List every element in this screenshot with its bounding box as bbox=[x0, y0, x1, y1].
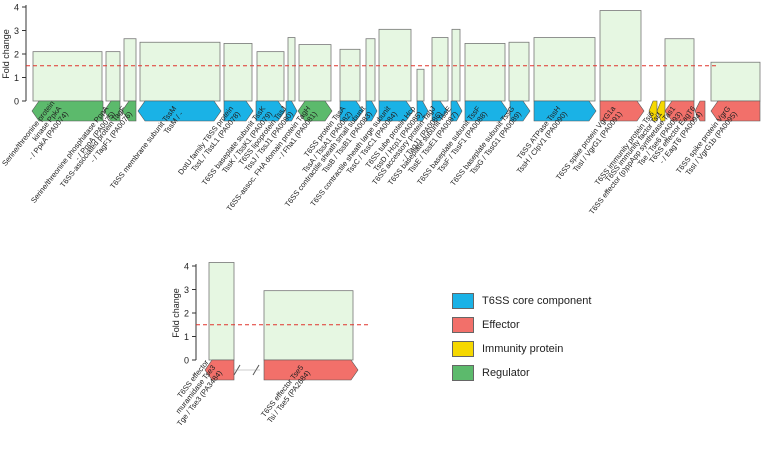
legend-item-core: T6SS core component bbox=[452, 289, 752, 313]
legend-item-effector: Effector bbox=[452, 313, 752, 337]
gene-arrow bbox=[664, 100, 695, 122]
bar bbox=[378, 28, 412, 102]
gene-arrow bbox=[31, 100, 104, 122]
bar bbox=[339, 48, 361, 102]
bar bbox=[263, 290, 354, 361]
gene-arrow bbox=[656, 100, 666, 122]
y-tick-label: 4 bbox=[184, 262, 189, 272]
bar bbox=[123, 38, 137, 102]
y-tick-label: 1 bbox=[184, 332, 189, 342]
legend-label-core: T6SS core component bbox=[482, 295, 592, 307]
bar bbox=[105, 51, 121, 102]
gene-arrow bbox=[431, 100, 448, 122]
y-tick-label: 3 bbox=[14, 26, 19, 36]
bar bbox=[431, 37, 449, 102]
legend-label-effector: Effector bbox=[482, 319, 520, 331]
legend-item-immunity: Immunity protein bbox=[452, 337, 752, 361]
bar bbox=[599, 10, 642, 102]
legend-swatch-regulator bbox=[452, 365, 474, 381]
y-tick-label: 2 bbox=[14, 50, 19, 60]
gene-arrow bbox=[533, 100, 597, 122]
y-tick-label: 3 bbox=[184, 285, 189, 295]
bar bbox=[464, 43, 506, 102]
y-tick-label: 0 bbox=[184, 356, 189, 366]
gene-arrow bbox=[103, 100, 121, 122]
bar bbox=[139, 41, 221, 102]
gene-arrow bbox=[285, 100, 298, 122]
gene-arrow bbox=[263, 359, 359, 381]
y-axis-label: Fold change bbox=[1, 29, 11, 79]
gene-arrow bbox=[204, 359, 235, 381]
bar bbox=[710, 61, 761, 102]
gene-arrow bbox=[378, 100, 414, 122]
bar bbox=[256, 51, 285, 102]
gene-arrow bbox=[297, 100, 333, 122]
legend-label-immunity: Immunity protein bbox=[482, 343, 564, 355]
legend-swatch-effector bbox=[452, 317, 474, 333]
y-axis-label: Fold change bbox=[171, 288, 181, 338]
gene-arrow bbox=[339, 100, 364, 122]
gene-arrow bbox=[255, 100, 286, 122]
gene-arrow bbox=[599, 100, 645, 122]
gene-arrow bbox=[648, 100, 658, 122]
y-tick-label: 2 bbox=[184, 309, 189, 319]
legend-swatch-immunity bbox=[452, 341, 474, 357]
gene-arrow bbox=[710, 100, 761, 122]
gene-arrow bbox=[450, 100, 463, 122]
bar bbox=[451, 28, 461, 102]
legend: T6SS core component Effector Immunity pr… bbox=[452, 289, 752, 385]
legend-swatch-core bbox=[452, 293, 474, 309]
bar bbox=[287, 37, 296, 102]
gene-arrow bbox=[223, 100, 254, 122]
gene-arrow bbox=[416, 100, 429, 122]
bar bbox=[298, 44, 332, 102]
gene-arrow bbox=[365, 100, 378, 122]
bar bbox=[508, 41, 530, 102]
gene-arrow bbox=[121, 100, 137, 122]
bar bbox=[223, 43, 253, 102]
gene-arrow bbox=[509, 100, 531, 122]
bar bbox=[664, 38, 695, 102]
bar bbox=[365, 38, 376, 102]
bar bbox=[32, 51, 103, 102]
gene-arrow bbox=[464, 100, 509, 122]
legend-item-regulator: Regulator bbox=[452, 361, 752, 385]
y-tick-label: 4 bbox=[14, 3, 19, 13]
gene-arrow bbox=[137, 100, 222, 122]
gene-arrow bbox=[694, 100, 706, 122]
y-tick-label: 1 bbox=[14, 73, 19, 83]
bar bbox=[533, 37, 596, 102]
legend-label-regulator: Regulator bbox=[482, 367, 530, 379]
bar bbox=[416, 68, 425, 102]
y-tick-label: 0 bbox=[14, 97, 19, 107]
bar bbox=[208, 262, 235, 361]
